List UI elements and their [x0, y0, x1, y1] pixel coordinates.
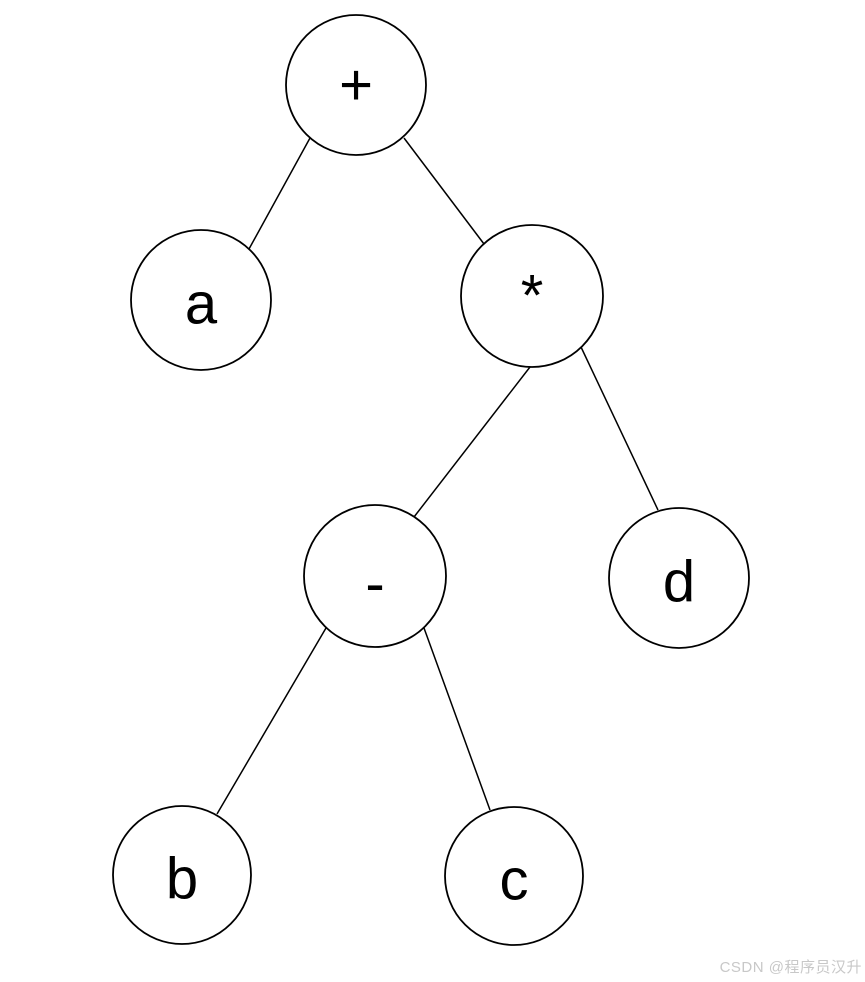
- tree-node-circle-star: [460, 224, 604, 368]
- tree-node-circle-c: [444, 806, 584, 946]
- tree-edge-star-d: [580, 346, 659, 511]
- tree-edge-minus-b: [216, 627, 327, 815]
- tree-node-plus: +: [285, 14, 427, 156]
- tree-node-label-a: a: [185, 272, 218, 337]
- tree-edge-plus-a: [248, 137, 311, 250]
- tree-edge-star-minus: [413, 366, 531, 518]
- tree-node-d: d: [608, 507, 750, 649]
- tree-node-a: a: [130, 229, 272, 371]
- tree-edge-minus-c: [423, 627, 491, 811]
- tree-edge-plus-star: [403, 137, 485, 245]
- tree-node-label-d: d: [663, 550, 695, 615]
- tree-node-label-star: *: [521, 264, 544, 329]
- tree-node-circle-b: [112, 805, 252, 945]
- tree-node-star: *: [460, 224, 604, 368]
- tree-node-circle-d: [608, 507, 750, 649]
- tree-node-label-b: b: [166, 847, 198, 912]
- tree-node-label-plus: +: [339, 53, 373, 118]
- tree-node-circle-plus: [285, 14, 427, 156]
- watermark: CSDN @程序员汉升: [719, 959, 862, 976]
- tree-node-label-minus: -: [365, 552, 384, 617]
- tree-node-b: b: [112, 805, 252, 945]
- tree-node-minus: -: [303, 504, 447, 648]
- tree-node-label-c: c: [500, 848, 529, 913]
- tree-node-c: c: [444, 806, 584, 946]
- tree-node-circle-minus: [303, 504, 447, 648]
- tree-node-circle-a: [130, 229, 272, 371]
